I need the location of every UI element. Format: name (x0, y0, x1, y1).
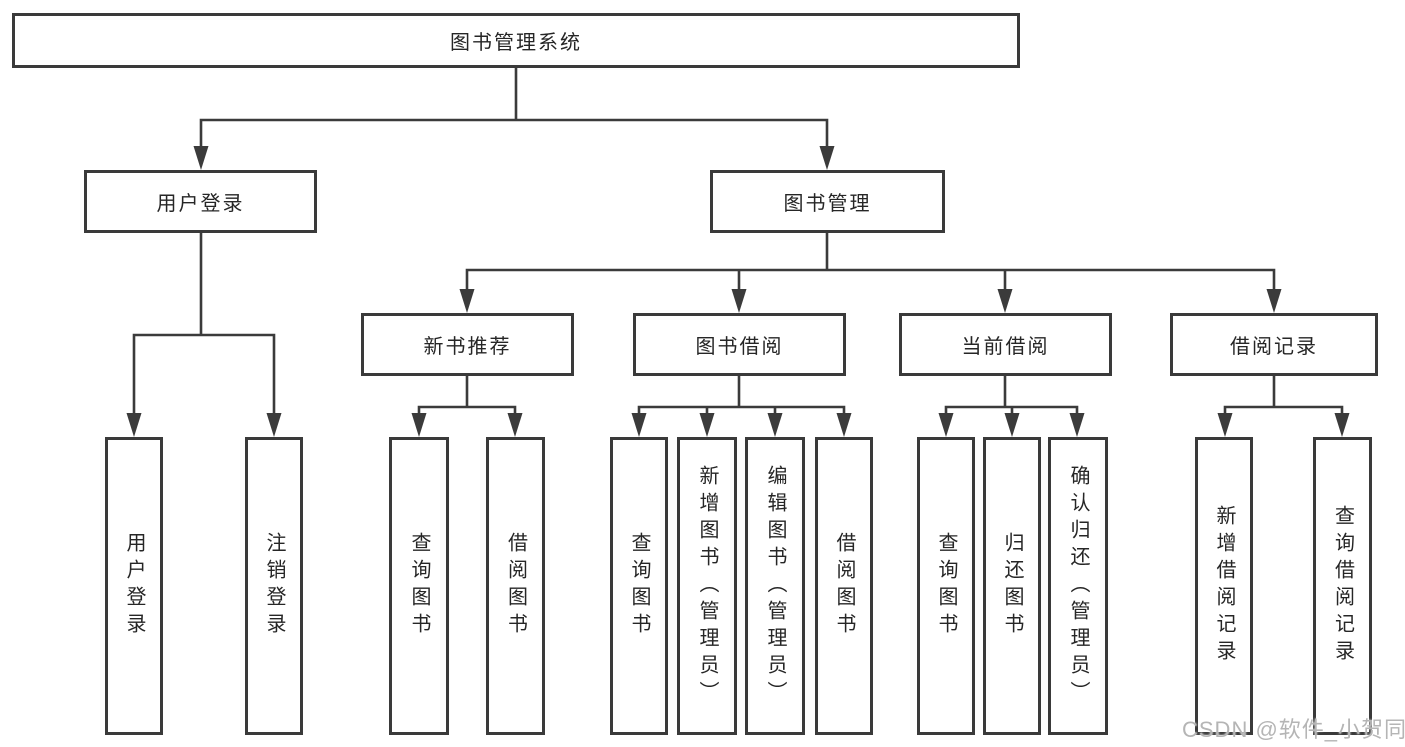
node-user-login: 用户登录 (84, 170, 317, 233)
node-book-borrowing-label: 图书借阅 (695, 336, 784, 358)
node-borrowing-records: 借阅记录 (1170, 313, 1378, 376)
node-book-borrowing: 图书借阅 (633, 313, 846, 376)
leaf-add-books-admin: 新增图书（管理员） (677, 437, 737, 735)
node-book-management: 图书管理 (710, 170, 945, 233)
leaf-logout: 注销登录 (245, 437, 303, 735)
node-borrowing-records-label: 借阅记录 (1230, 336, 1318, 358)
leaf-user-login-label: 用户登录 (123, 532, 145, 640)
node-root: 图书管理系统 (12, 13, 1020, 68)
leaf-borrow-books-label: 借阅图书 (833, 532, 855, 640)
leaf-borrow-books: 借阅图书 (815, 437, 873, 735)
node-current-borrowing-label: 当前借阅 (961, 336, 1050, 358)
leaf-logout-label: 注销登录 (263, 532, 285, 640)
leaf-confirm-return-admin: 确认归还（管理员） (1048, 437, 1108, 735)
leaf-confirm-return-admin-label: 确认归还（管理员） (1067, 464, 1089, 708)
leaf-search-books-rec: 查询图书 (389, 437, 449, 735)
node-new-book-recommendation-label: 新书推荐 (423, 336, 512, 358)
leaf-search-books-current-label: 查询图书 (935, 532, 957, 640)
leaf-add-borrow-record: 新增借阅记录 (1195, 437, 1253, 735)
leaf-borrow-books-rec-label: 借阅图书 (504, 532, 527, 640)
leaf-borrow-books-rec: 借阅图书 (486, 437, 545, 735)
leaf-search-borrow-record-label: 查询借阅记录 (1331, 505, 1354, 667)
leaf-user-login: 用户登录 (105, 437, 163, 735)
leaf-add-borrow-record-label: 新增借阅记录 (1213, 505, 1235, 667)
node-root-label: 图书管理系统 (450, 32, 582, 54)
node-book-management-label: 图书管理 (783, 193, 872, 215)
leaf-search-books-rec-label: 查询图书 (408, 532, 430, 640)
node-new-book-recommendation: 新书推荐 (361, 313, 574, 376)
leaf-edit-books-admin: 编辑图书（管理员） (745, 437, 805, 735)
leaf-return-books-label: 归还图书 (1001, 532, 1023, 640)
node-current-borrowing: 当前借阅 (899, 313, 1112, 376)
csdn-watermark: CSDN @软件_小贺同学 (1182, 717, 1405, 742)
leaf-search-books-borrow: 查询图书 (610, 437, 668, 735)
leaf-search-borrow-record: 查询借阅记录 (1313, 437, 1372, 735)
leaf-search-books-current: 查询图书 (917, 437, 975, 735)
leaf-add-books-admin-label: 新增图书（管理员） (696, 464, 718, 708)
leaf-return-books: 归还图书 (983, 437, 1041, 735)
node-user-login-label: 用户登录 (156, 193, 245, 215)
leaf-search-books-borrow-label: 查询图书 (628, 532, 650, 640)
leaf-edit-books-admin-label: 编辑图书（管理员） (764, 464, 786, 708)
